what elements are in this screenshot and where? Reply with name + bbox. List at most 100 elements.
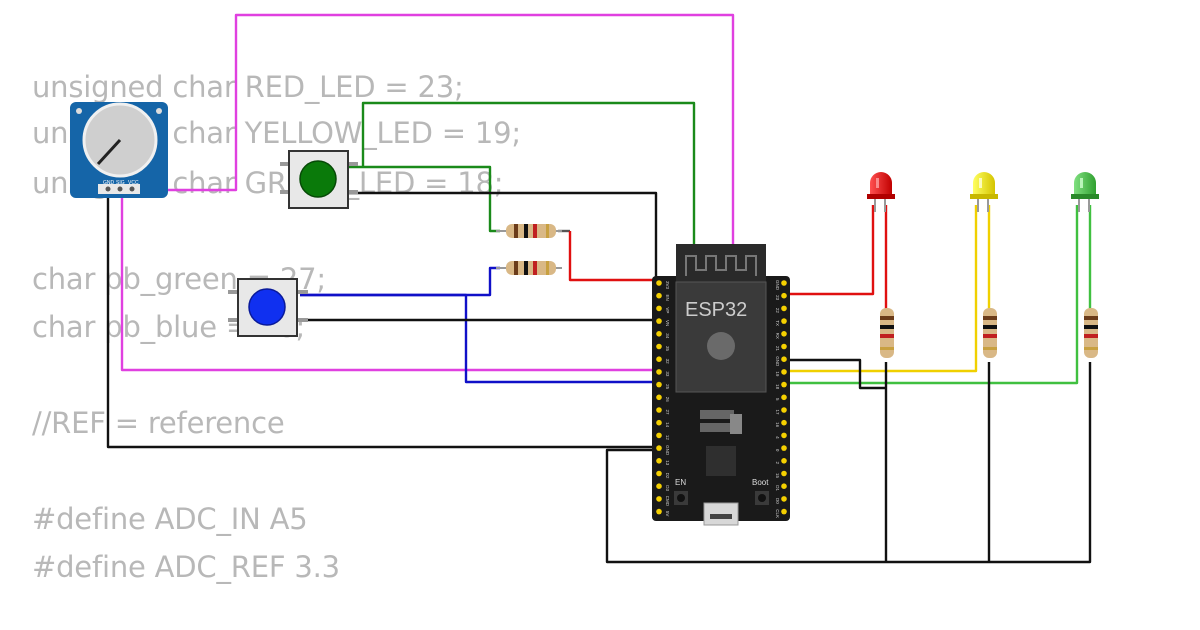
right-pin-label: CLK [775,509,780,518]
left-pin-5[interactable] [656,343,662,350]
wire-blue-resistor [300,266,500,297]
left-pin-16[interactable] [656,483,662,490]
wire-black-pot-gnd [106,192,660,449]
right-pin-label: 2 [775,462,780,465]
right-pin-2[interactable] [781,305,787,312]
wire-blue-button [300,293,660,384]
left-pin-2[interactable] [656,305,662,312]
left-pin-17[interactable] [656,496,662,502]
left-pin-13[interactable] [656,445,662,451]
left-pin-label: 32 [665,359,670,365]
left-pin-label: EN [665,295,670,301]
right-pin-label: 4 [775,436,780,439]
esp32-board[interactable]: ESP32 EN Boot 3V3ENVPVN34353233252627141… [652,244,790,526]
resistor-green-led[interactable] [1084,308,1098,358]
right-pin-label: 18 [775,384,780,390]
wire-red-led [785,205,875,296]
left-pin-12[interactable] [656,432,662,439]
esp32-label: ESP32 [685,299,747,321]
right-pin-4[interactable] [781,331,787,337]
right-pin-label: 21 [775,346,780,352]
left-pin-label: 25 [665,384,670,390]
right-pin-5[interactable] [781,343,787,350]
resistor-2[interactable] [496,261,562,275]
left-pin-10[interactable] [656,407,662,413]
right-pin-3[interactable] [781,318,787,324]
right-pin-label: 0 [775,449,780,452]
pushbutton-green[interactable] [280,150,358,209]
left-pin-9[interactable] [656,394,662,401]
esp32-left-pins: 3V3ENVPVN343532332526271412GND13D2D3CMD5… [656,280,670,516]
right-pin-label: RX [775,333,780,339]
right-pin-14[interactable] [781,458,787,464]
pot-pin-gnd: GND [103,180,115,186]
resistor-1[interactable] [496,224,562,238]
left-pin-label: VP [665,307,670,313]
resistor-red-led[interactable] [880,308,894,358]
right-pin-6[interactable] [781,356,787,363]
right-pin-17[interactable] [781,496,787,502]
right-pin-1[interactable] [781,292,787,299]
left-pin-label: 14 [665,422,670,428]
right-pin-label: 15 [775,473,780,479]
left-pin-label: VN [665,320,670,326]
left-pin-8[interactable] [656,381,662,388]
left-pin-label: 35 [665,346,670,352]
right-pin-label: 23 [775,295,780,301]
right-pin-label: D1 [775,485,780,491]
resistor-yellow-led[interactable] [983,308,997,358]
right-pin-15[interactable] [781,470,787,477]
right-pin-16[interactable] [781,483,787,490]
wire-black-green-button [348,191,658,282]
right-pin-label: 22 [775,308,780,314]
pot-pin-vcc: VCC [128,180,139,186]
wire-lime-led [785,205,1079,385]
left-pin-4[interactable] [656,331,662,337]
left-pin-14[interactable] [656,458,662,464]
wire-red-resistor [568,231,660,282]
left-pin-3[interactable] [656,318,662,324]
wire-green-button [361,101,696,410]
code-line-11: #define ADC_REF 3.3 [32,550,340,584]
left-pin-1[interactable] [656,292,662,299]
potentiometer[interactable]: GND SIG VCC [70,102,168,198]
wire-magenta-pot-sig [120,192,660,372]
esp32-en-label: EN [675,478,686,487]
right-pin-label: 19 [775,371,780,377]
right-pin-10[interactable] [781,407,787,413]
right-pin-18[interactable] [781,508,787,515]
right-pin-0[interactable] [781,280,787,286]
wire-black-ground-bus [605,362,1092,564]
left-pin-6[interactable] [656,356,662,363]
left-pin-15[interactable] [656,470,662,477]
right-pin-8[interactable] [781,381,787,388]
left-pin-label: 33 [665,371,670,377]
left-pin-0[interactable] [656,280,662,286]
code-line-10: #define ADC_IN A5 [32,502,308,536]
pushbutton-blue[interactable] [228,278,308,337]
left-pin-label: 12 [665,435,670,441]
led-yellow[interactable] [970,172,998,212]
esp32-boot-label: Boot [752,478,769,487]
led-green[interactable] [1071,172,1099,212]
right-pin-9[interactable] [781,394,787,401]
left-pin-11[interactable] [656,419,662,426]
right-pin-13[interactable] [781,445,787,451]
left-pin-label: 27 [665,409,670,415]
left-pin-label: 3V3 [665,281,670,290]
wire-black-gnd-right [785,358,886,390]
right-pin-7[interactable] [781,369,787,375]
led-red[interactable] [867,172,895,212]
right-pin-label: GND [775,280,780,291]
left-pin-label: GND [665,445,670,456]
left-pin-label: D3 [665,485,670,491]
right-pin-label: D0 [775,498,780,504]
left-pin-7[interactable] [656,369,662,375]
left-pin-label: D2 [665,473,670,479]
right-pin-12[interactable] [781,432,787,439]
left-pin-18[interactable] [656,508,662,515]
right-pin-11[interactable] [781,419,787,426]
